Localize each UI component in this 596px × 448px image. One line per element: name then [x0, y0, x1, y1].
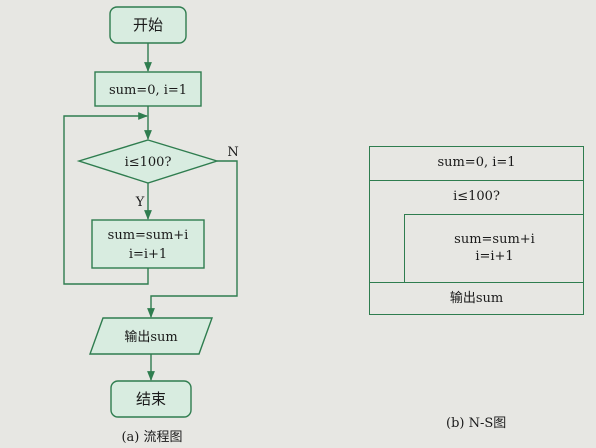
ns-divider-1	[369, 180, 584, 182]
ns-body-row: sum=sum+i i=i+1	[405, 215, 584, 282]
ns-body-line1: sum=sum+i	[454, 232, 535, 248]
flow-body-line2: i=i+1	[129, 247, 167, 262]
flow-body-line1: sum=sum+i	[108, 228, 189, 243]
ns-divider-3	[369, 282, 584, 284]
ns-condition-label: i≤100?	[453, 189, 500, 205]
flow-decision-label: i≤100?	[125, 155, 172, 170]
flow-caption: (a) 流程图	[121, 430, 182, 445]
ns-output-row: 输出sum	[369, 283, 584, 315]
flow-no-label: N	[227, 145, 238, 160]
flow-init-label: sum=0, i=1	[109, 83, 187, 98]
flow-yes-label: Y	[135, 195, 145, 210]
flow-arrow-no	[147, 160, 238, 318]
flow-end-label: 结束	[136, 390, 166, 408]
ns-condition-row: i≤100?	[369, 181, 584, 214]
ns-init-row: sum=0, i=1	[369, 146, 584, 180]
ns-divider-2	[404, 214, 584, 216]
ns-loop-inner-left	[404, 214, 406, 282]
ns-diagram	[369, 146, 584, 315]
ns-body-line2: i=i+1	[475, 248, 514, 264]
flow-loop-back	[63, 112, 149, 285]
flow-end-node	[110, 380, 192, 418]
flow-start-label: 开始	[133, 16, 163, 34]
ns-caption: (b) N-S图	[446, 416, 507, 431]
ns-init-label: sum=0, i=1	[437, 154, 516, 170]
flow-output-label: 输出sum	[124, 329, 177, 345]
flow-output-node	[89, 317, 213, 355]
ns-output-label: 输出sum	[449, 290, 504, 306]
